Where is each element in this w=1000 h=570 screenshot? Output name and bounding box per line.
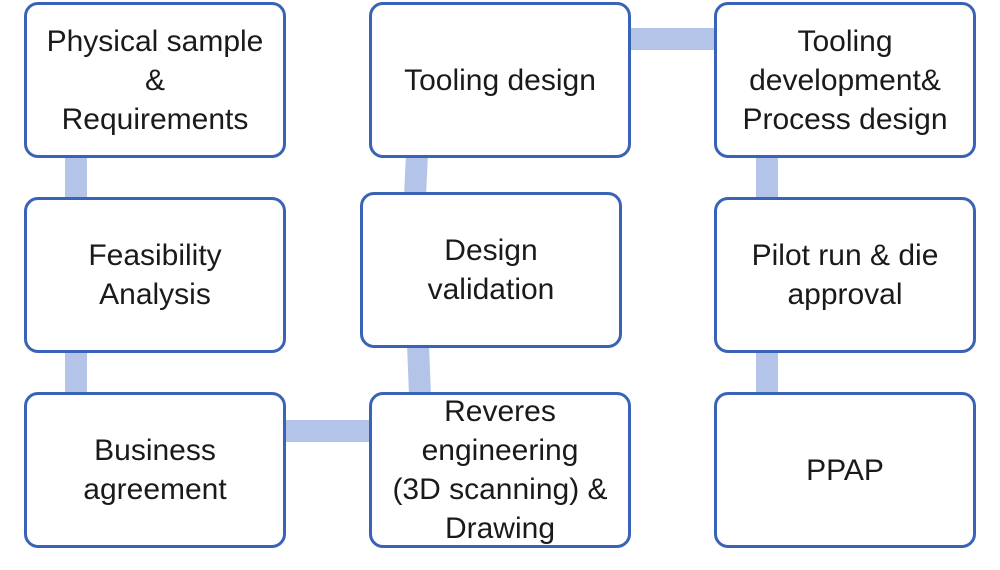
step-label: Pilot run & die approval [751, 239, 939, 311]
connector-pilot-to-ppap [756, 350, 778, 396]
step-physical-sample-requirements: Physical sample & Requirements [24, 2, 286, 158]
connector-business-to-reverse [283, 420, 373, 442]
step-ppap: PPAP [714, 392, 976, 548]
step-label: Feasibility Analysis [88, 239, 222, 311]
connector-feasibility-to-business [65, 350, 87, 396]
connector-physical-to-feasibility [65, 155, 87, 201]
connector-development-to-pilot [756, 155, 778, 201]
step-tooling-design: Tooling design [369, 2, 631, 158]
step-business-agreement: Business agreement [24, 392, 286, 548]
step-label: Business agreement [83, 434, 227, 506]
step-design-validation: Design validation [360, 192, 622, 348]
step-tooling-development-process-design: Tooling development& Process design [714, 2, 976, 158]
step-feasibility-analysis: Feasibility Analysis [24, 197, 286, 353]
connector-tooling-design-to-development [628, 28, 718, 50]
step-label: Design validation [427, 234, 555, 306]
connector-validation-to-tooling-design [404, 154, 428, 196]
step-label: Tooling design [404, 63, 596, 97]
step-label: PPAP [806, 453, 884, 487]
step-label: Physical sample & Requirements [46, 24, 264, 136]
step-label: Reveres engineering (3D scanning) & Draw… [392, 395, 608, 545]
connector-reverse-to-validation [407, 344, 431, 396]
step-reverse-engineering: Reveres engineering (3D scanning) & Draw… [369, 392, 631, 548]
step-label: Tooling development& Process design [742, 24, 948, 136]
step-pilot-run-die-approval: Pilot run & die approval [714, 197, 976, 353]
